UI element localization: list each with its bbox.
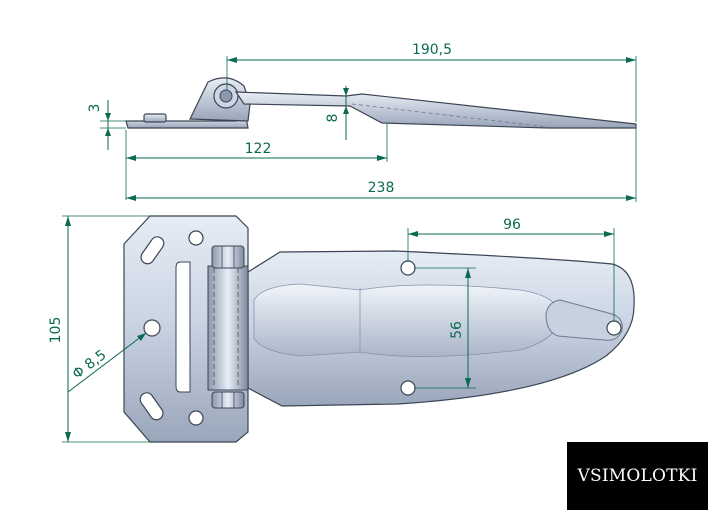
pin-nut-bottom (211, 391, 245, 409)
pin-nut-top (211, 245, 245, 269)
dim-total-height: 105 (48, 317, 64, 344)
leaf-hole-end (606, 320, 622, 336)
leaf-hole-top (400, 260, 416, 276)
side-bolt-head (143, 113, 167, 123)
base-slot-bottom (139, 392, 164, 421)
leaf-hole-bottom (400, 380, 416, 396)
dim-side-height-right: 8 (325, 114, 341, 123)
base-hole-top-right (188, 230, 204, 246)
dim-hole-spacing-y: 56 (449, 321, 465, 339)
side-base-plate (125, 116, 249, 129)
side-leaf (234, 91, 637, 129)
hinge-pin (207, 265, 249, 391)
dim-side-height-left: 3 (87, 104, 103, 113)
base-plate-window (175, 261, 191, 393)
dim-side-length: 190,5 (412, 42, 452, 58)
leaf-slot (545, 299, 623, 341)
base-hole-bottom-right (188, 410, 204, 426)
base-hole-middle (143, 319, 161, 337)
side-dimensions: 190,5 3 8 122 238 (87, 42, 637, 202)
top-view (123, 215, 635, 443)
watermark-logo: VSIMOLOTKI (567, 442, 708, 510)
dim-hole-spacing-x: 96 (503, 217, 521, 233)
side-leaf-hidden-edge (351, 103, 549, 128)
dim-side-offset: 122 (245, 141, 272, 157)
side-view (125, 77, 637, 129)
leaf-rib (253, 283, 561, 357)
side-pin-center (219, 89, 233, 103)
base-slot-top (140, 236, 165, 265)
dim-overall-length: 238 (368, 180, 395, 196)
